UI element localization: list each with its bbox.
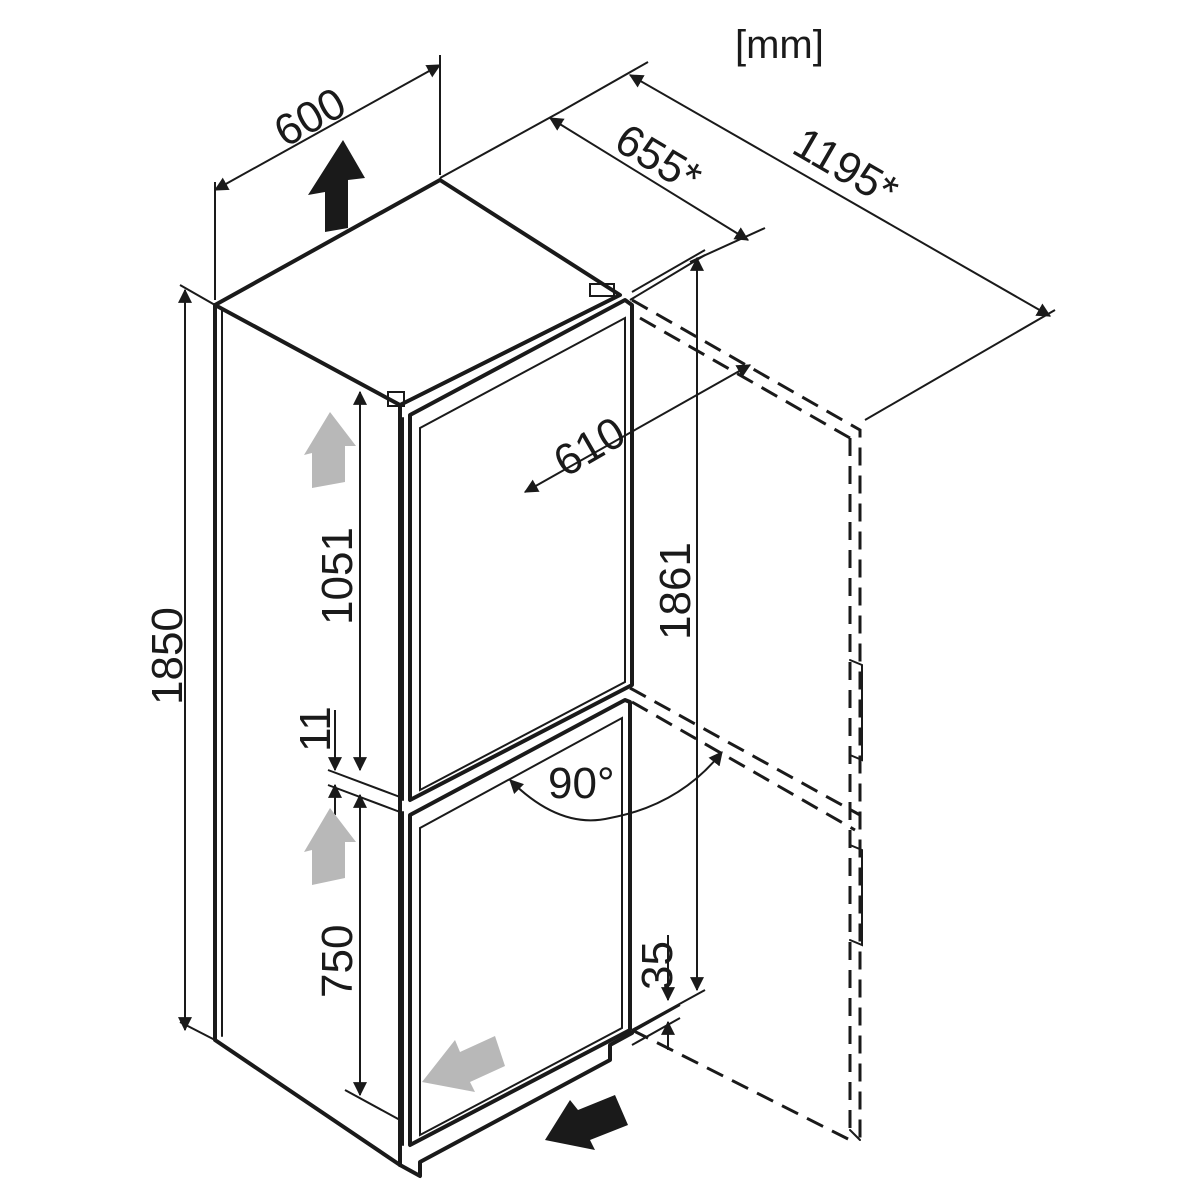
bottom-compartment-label: 750 bbox=[313, 925, 362, 998]
depth-cabinet-label: 610 bbox=[546, 408, 634, 487]
plinth-label: 35 bbox=[633, 941, 682, 990]
dim-top-compartment: 1051 bbox=[313, 390, 367, 772]
dim-overall-height: 1850 bbox=[143, 284, 216, 1041]
airflow-up-arrow-icon bbox=[308, 140, 365, 232]
dim-plinth: 35 bbox=[631, 935, 682, 1050]
dim-depth-cabinet: 610 bbox=[523, 254, 752, 493]
cabinet-top bbox=[213, 178, 622, 407]
top-compartment-label: 1051 bbox=[313, 527, 362, 625]
depth-door-open-label: 1195* bbox=[785, 118, 906, 216]
plinth bbox=[398, 1031, 634, 1178]
hinge-top bbox=[387, 391, 405, 407]
airflow-in-arrow-icon bbox=[545, 1095, 628, 1150]
dim-gap: 11 bbox=[291, 706, 401, 815]
fridge-cabinet bbox=[213, 178, 634, 1178]
unit-label: [mm] bbox=[735, 23, 824, 67]
opening-angle-label: 90° bbox=[548, 759, 615, 808]
dim-depth: 655* bbox=[439, 111, 766, 263]
airflow-bottom-grey-arrow-icon bbox=[422, 1036, 505, 1092]
depth-label: 655* bbox=[607, 115, 710, 204]
gap-label: 11 bbox=[291, 706, 340, 752]
dim-height-with-hinge: 1861 bbox=[631, 249, 706, 1031]
airflow-lower-grey-arrow-icon bbox=[304, 808, 356, 885]
airflow-upper-grey-arrow-icon bbox=[304, 412, 356, 488]
top-door bbox=[408, 298, 634, 802]
height-with-hinge-label: 1861 bbox=[651, 542, 700, 640]
bottom-door bbox=[408, 698, 632, 1147]
hinge-top-right bbox=[589, 283, 615, 297]
overall-height-label: 1850 bbox=[143, 607, 192, 705]
dim-bottom-compartment: 750 bbox=[313, 793, 401, 1121]
dim-opening-angle: 90° bbox=[509, 751, 723, 822]
